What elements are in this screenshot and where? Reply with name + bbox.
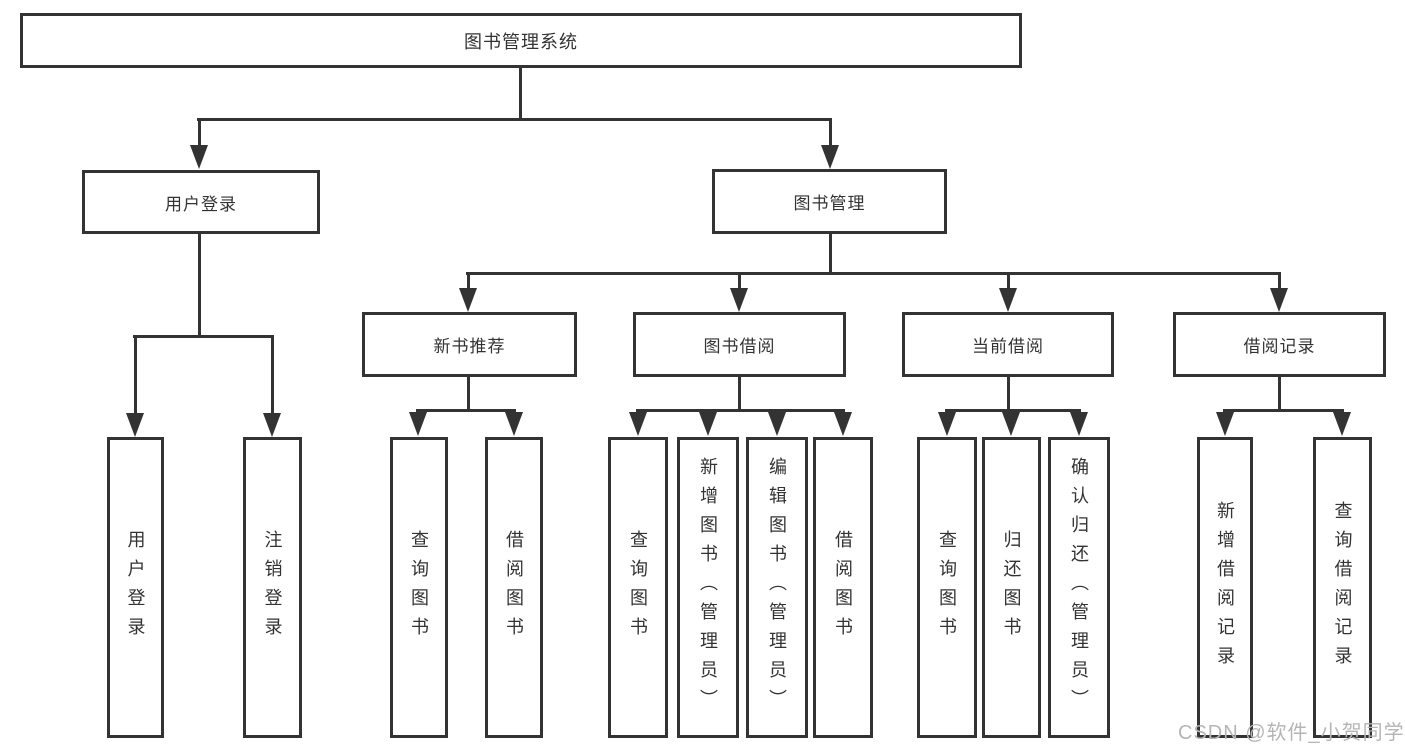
leaf-user-login-label: 用户登录	[125, 529, 146, 646]
connector-line	[828, 234, 832, 272]
arrow-down-icon	[629, 412, 647, 436]
leaf-logout: 注销登录	[243, 437, 302, 738]
node-borrowing-records: 借阅记录	[1173, 312, 1386, 377]
connector-line	[737, 377, 741, 409]
connector-line	[197, 118, 832, 121]
connector-line	[945, 409, 1081, 412]
leaf-edit-book-admin: 编辑图书（管理员）	[746, 437, 808, 738]
arrow-down-icon	[190, 145, 208, 169]
node-library-management-system: 图书管理系统	[20, 13, 1022, 68]
connector-line	[133, 338, 137, 414]
leaf-query-books-recommend: 查询图书	[390, 437, 448, 738]
connector-line	[270, 338, 274, 414]
arrow-down-icon	[1002, 412, 1020, 436]
leaf-return-books-label: 归还图书	[1001, 529, 1022, 646]
leaf-user-login: 用户登录	[107, 437, 164, 738]
leaf-confirm-return-admin: 确认归还（管理员）	[1048, 437, 1110, 738]
leaf-add-borrow-record: 新增借阅记录	[1197, 437, 1253, 738]
arrow-down-icon	[821, 145, 839, 169]
leaf-query-books-current: 查询图书	[917, 437, 977, 738]
leaf-return-books: 归还图书	[982, 437, 1041, 738]
leaf-query-borrow-record-label: 查询借阅记录	[1332, 500, 1353, 675]
connector-line	[636, 409, 845, 412]
connector-line	[1006, 377, 1010, 409]
arrow-down-icon	[126, 413, 144, 437]
arrow-down-icon	[505, 412, 523, 436]
arrow-down-icon	[1070, 412, 1088, 436]
connector-line	[466, 377, 470, 409]
leaf-confirm-return-admin-label: 确认归还（管理员）	[1069, 457, 1089, 718]
connector-line	[828, 121, 832, 146]
leaf-add-borrow-record-label: 新增借阅记录	[1215, 500, 1235, 675]
leaf-borrow-books-recommend-label: 借阅图书	[504, 529, 524, 646]
arrow-down-icon	[834, 412, 852, 436]
arrow-down-icon	[730, 288, 748, 312]
arrow-down-icon	[459, 288, 477, 312]
connector-line	[737, 275, 741, 289]
arrow-down-icon	[699, 412, 717, 436]
arrow-down-icon	[409, 412, 427, 436]
node-new-book-recommendation: 新书推荐	[362, 312, 577, 377]
connector-line	[519, 68, 522, 118]
connector-line	[197, 121, 201, 146]
connector-line	[416, 409, 516, 412]
node-current-borrowing: 当前借阅	[902, 312, 1114, 377]
leaf-query-borrow-record: 查询借阅记录	[1313, 437, 1372, 738]
leaf-borrow-books-label: 借阅图书	[833, 529, 853, 646]
leaf-edit-book-admin-label: 编辑图书（管理员）	[767, 457, 787, 718]
connector-line	[1006, 275, 1010, 289]
leaf-borrow-books-recommend: 借阅图书	[485, 437, 543, 738]
arrow-down-icon	[1333, 412, 1351, 436]
node-user-login: 用户登录	[82, 170, 320, 234]
connector-line	[466, 275, 470, 289]
leaf-borrow-books: 借阅图书	[813, 437, 873, 738]
arrow-down-icon	[999, 288, 1017, 312]
connector-line	[1277, 275, 1281, 289]
leaf-query-books-borrowing-label: 查询图书	[628, 529, 648, 646]
node-book-management: 图书管理	[712, 169, 947, 234]
watermark-csdn: CSDN @软件_小贺同学	[1178, 722, 1405, 744]
connector-line	[466, 272, 1281, 275]
arrow-down-icon	[263, 413, 281, 437]
leaf-add-book-admin-label: 新增图书（管理员）	[698, 457, 718, 718]
leaf-query-books-borrowing: 查询图书	[608, 437, 668, 738]
arrow-down-icon	[1216, 412, 1234, 436]
connector-line	[133, 335, 274, 338]
arrow-down-icon	[1270, 288, 1288, 312]
connector-line	[1223, 409, 1344, 412]
leaf-add-book-admin: 新增图书（管理员）	[677, 437, 739, 738]
arrow-down-icon	[768, 412, 786, 436]
leaf-logout-label: 注销登录	[262, 529, 283, 646]
arrow-down-icon	[938, 412, 956, 436]
connector-line	[197, 234, 201, 335]
leaf-query-books-current-label: 查询图书	[937, 529, 957, 646]
node-book-borrowing: 图书借阅	[633, 312, 846, 377]
leaf-query-books-recommend-label: 查询图书	[409, 529, 429, 646]
connector-line	[1277, 377, 1281, 409]
